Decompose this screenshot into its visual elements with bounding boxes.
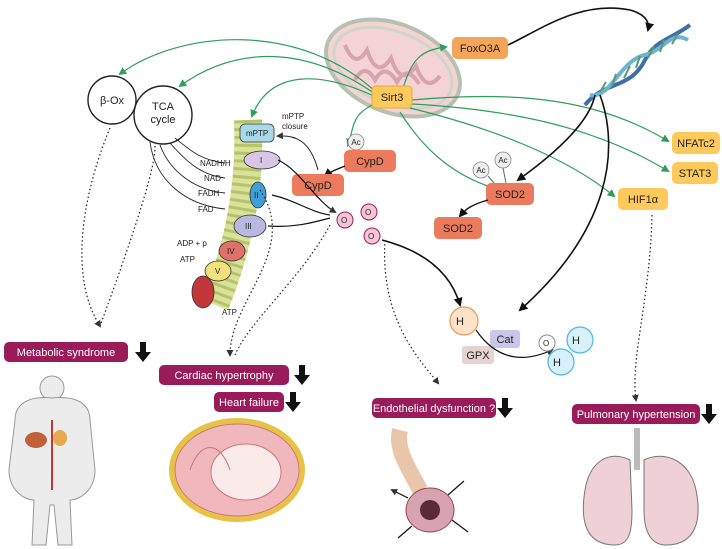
metabolic-syndrome-label: Metabolic syndrome [17, 347, 115, 359]
complex-v-label: V [215, 267, 221, 276]
gpx-label: GPX [466, 350, 490, 362]
nadh-label: NADH/H [200, 159, 231, 168]
mptp-label: mPTP [246, 129, 268, 138]
down-arrow-icon [701, 404, 717, 424]
fadh-label: FADH [198, 189, 220, 198]
beta-ox-cycle [87, 75, 137, 125]
sod2-label: SOD2 [443, 223, 473, 235]
down-arrow-icon [285, 392, 301, 412]
complex-iii-label: III [245, 222, 252, 231]
cardiac-hypertrophy-box [159, 365, 289, 385]
o2-label: O [543, 339, 549, 348]
down-arrow-icon [135, 342, 151, 362]
atp-label-1: ATP [180, 255, 195, 264]
complex-ii [249, 181, 267, 209]
h2o-label-1: H [572, 335, 580, 347]
superoxide-label-3: O [368, 232, 374, 241]
ac-label-sod2-2: Ac [498, 156, 507, 165]
foxo3a-label: FoxO3A [460, 43, 501, 55]
mitochondrion-icon [324, 17, 462, 119]
tca-cycle [133, 85, 193, 145]
acetyl-badge-sod2-1 [472, 161, 490, 179]
atp-label-2: ATP [222, 308, 237, 317]
electron-transport-chain: mPTP I II III IV V [191, 119, 281, 311]
down-arrow-icon [294, 365, 310, 385]
h2o-label-2: H [553, 357, 561, 369]
complex-i-label: I [260, 156, 262, 165]
cypd-acetylated-label: CypD [356, 156, 384, 168]
heart-failure-label: Heart failure [219, 397, 279, 409]
pulmonary-hypertension-box [572, 404, 700, 424]
mptp-closure-line1: mPTP [282, 112, 304, 121]
sirt3-node [371, 85, 413, 109]
h2o-node-2 [547, 348, 575, 376]
o2-node [538, 334, 556, 352]
sod2-acetylated-node [486, 183, 534, 205]
foxo3a-node [452, 37, 508, 59]
down-arrow-icon [497, 398, 513, 418]
complex-iv-label: IV [227, 247, 235, 256]
mptp-closure-line2: closure [282, 122, 308, 131]
complex-ii-label: II [254, 191, 258, 200]
fad-label: FAD [198, 205, 214, 214]
complex-iii [233, 214, 267, 238]
complex-v [204, 260, 232, 282]
cypd-acetylated-node [344, 150, 396, 172]
cardiac-hypertrophy-label: Cardiac hypertrophy [174, 370, 274, 382]
sod2-node [434, 217, 482, 239]
cat-node [490, 330, 520, 348]
h2o2-label: H [456, 316, 464, 328]
heart-section-icon [169, 418, 305, 522]
metabolic-syndrome-box [4, 342, 128, 362]
h2o2-node [449, 306, 479, 336]
hif1a-node [618, 188, 668, 210]
sod2-acetylated-label: SOD2 [495, 189, 525, 201]
tca-label-line1: TCA [152, 101, 175, 113]
gpx-node [462, 346, 494, 364]
endothelial-dysfunction-box [372, 398, 496, 418]
heart-failure-box [214, 392, 284, 412]
obese-body-icon [8, 375, 96, 546]
beta-ox-label: β-Ox [100, 95, 125, 107]
stat3-node [672, 162, 718, 184]
dna-icon [583, 23, 692, 107]
complex-iv [218, 240, 246, 262]
cat-label: Cat [496, 334, 513, 346]
artery-icon [392, 428, 469, 539]
sirt3-label: Sirt3 [381, 92, 404, 104]
h2o-node-1 [566, 326, 594, 354]
pulmonary-hypertension-label: Pulmonary hypertension [577, 409, 696, 421]
nfatc2-label: NFATc2 [677, 138, 715, 150]
complex-i [243, 150, 281, 170]
hif1a-label: HIF1α [628, 194, 659, 206]
superoxide-label-1: O [341, 216, 347, 225]
stat3-label: STAT3 [679, 168, 712, 180]
atp-synthase [191, 275, 215, 309]
tca-label-line2: cycle [150, 114, 175, 126]
lungs-icon [582, 428, 699, 546]
cypd-node [292, 174, 344, 196]
endothelial-dysfunction-label: Endothelial dysfunction ? [373, 403, 495, 415]
mptp-channel [239, 123, 275, 143]
ac-label-sod2-1: Ac [476, 166, 485, 175]
nfatc2-node [672, 132, 720, 154]
superoxide-label-2: O [365, 208, 371, 217]
ac-label-cypd: Ac [351, 138, 360, 147]
nad-label: NAD [204, 174, 221, 183]
superoxide-group: O O O [336, 203, 381, 245]
adp-label: ADP + p [177, 239, 207, 248]
